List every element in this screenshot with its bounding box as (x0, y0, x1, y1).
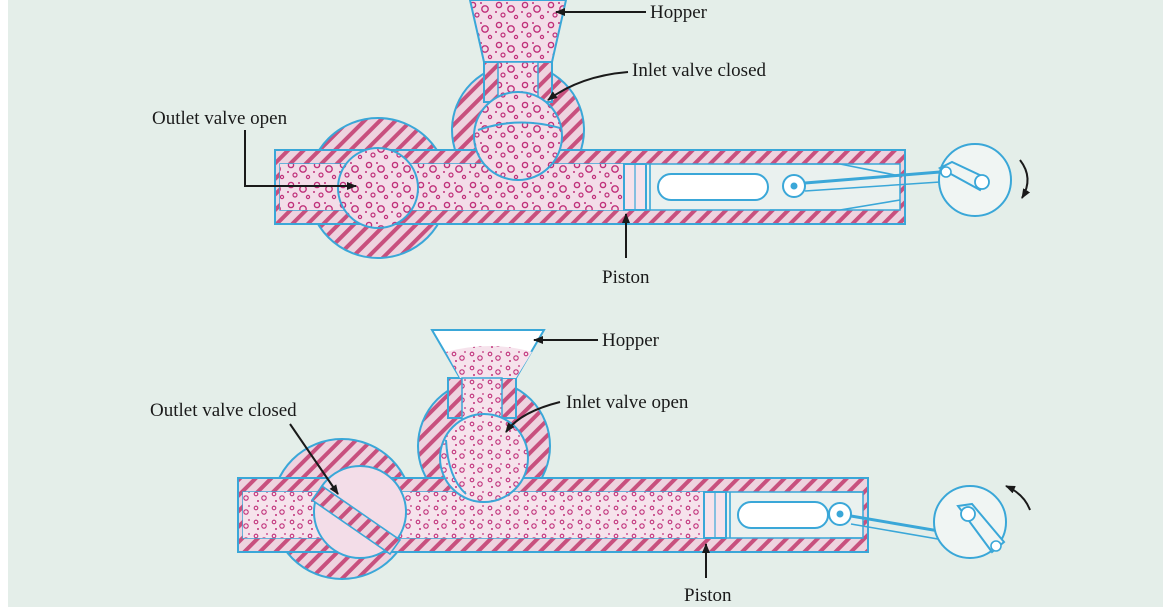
piston-rod-slot (738, 502, 828, 528)
bottom-hopper-label: Hopper (602, 330, 660, 351)
top-inlet-label: Inlet valve closed (632, 60, 767, 81)
bottom-inlet-label: Inlet valve open (566, 392, 689, 413)
outlet-valve-ball (338, 148, 418, 228)
top-piston-label: Piston (602, 267, 650, 288)
top-outlet-label: Outlet valve open (152, 108, 288, 129)
bottom-piston-label: Piston (684, 585, 732, 606)
hopper (470, 0, 566, 62)
piston-rod-slot (658, 174, 768, 200)
inlet-valve-ball (474, 92, 562, 180)
top-hopper-label: Hopper (650, 2, 708, 23)
bottom-outlet-label: Outlet valve closed (150, 400, 297, 421)
inlet-valve-ball (440, 414, 528, 502)
